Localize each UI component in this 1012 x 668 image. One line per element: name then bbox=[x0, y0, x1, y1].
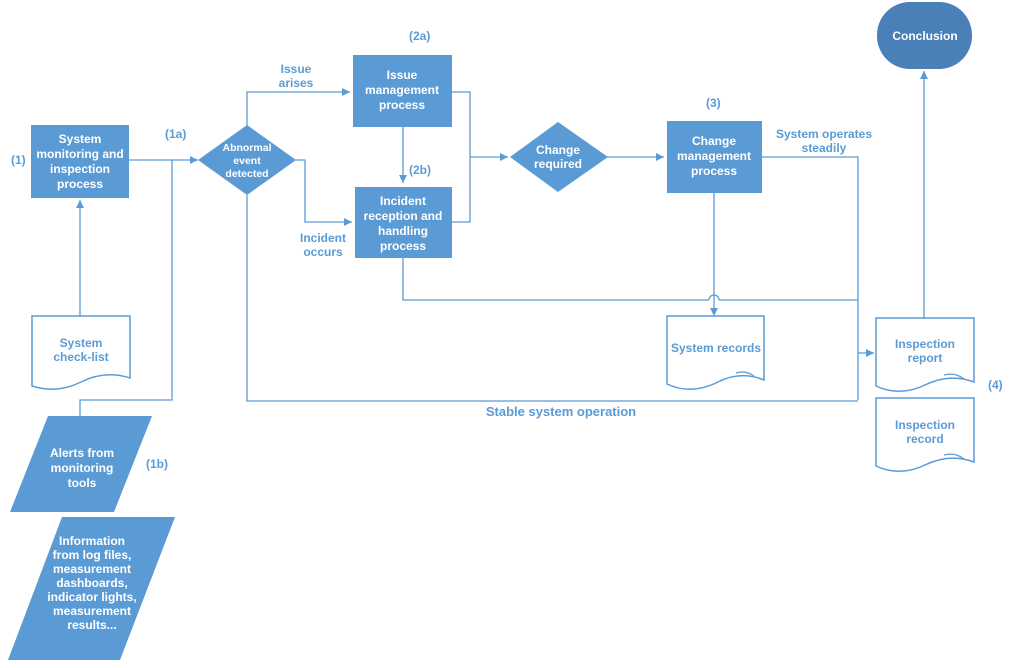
doc-system-records-curl bbox=[735, 371, 755, 377]
edge-stable-operation bbox=[246, 195, 858, 402]
doc-system-records-label: System records bbox=[671, 341, 761, 355]
step-label-4: (4) bbox=[988, 378, 1003, 392]
edge-incident-to-change-required bbox=[452, 157, 471, 223]
step-label-1a: (1a) bbox=[165, 127, 186, 141]
node-conclusion: Conclusion bbox=[877, 2, 972, 69]
edge-line-hop bbox=[708, 294, 720, 301]
edge-alerts-to-abnormal bbox=[79, 160, 173, 416]
step-labels: (1) (1a) (1b) (2a) (2b) (3) (4) bbox=[11, 29, 1003, 471]
node-conclusion-label: Conclusion bbox=[892, 29, 957, 43]
edge-issue-to-change-required bbox=[452, 91, 471, 157]
step-label-2b: (2b) bbox=[409, 163, 431, 177]
step-label-2a: (2a) bbox=[409, 29, 430, 43]
doc-inspection-record-curl bbox=[943, 453, 965, 460]
step-label-3: (3) bbox=[706, 96, 721, 110]
edge-abnormal-to-issue bbox=[246, 88, 350, 128]
step-label-1: (1) bbox=[11, 153, 26, 167]
edge-incident-to-inspection bbox=[402, 258, 709, 301]
step-label-1b: (1b) bbox=[146, 457, 168, 471]
edges bbox=[76, 71, 928, 416]
edge-label-stable-system-operation: Stable system operation bbox=[486, 404, 636, 419]
edge-change-management-to-inspection bbox=[762, 156, 859, 400]
doc-system-records: System records bbox=[666, 315, 765, 390]
doc-inspection-report-curl bbox=[943, 373, 965, 380]
edge-abnormal-to-incident bbox=[279, 159, 352, 226]
